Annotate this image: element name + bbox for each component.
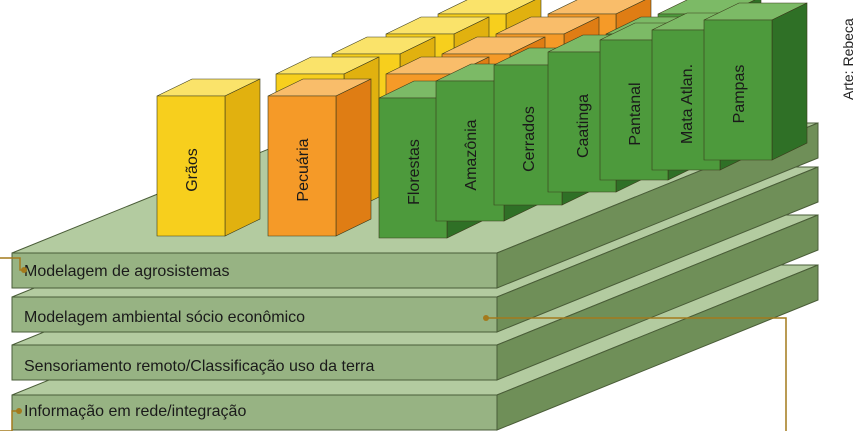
block-pantanal-front xyxy=(599,39,669,181)
block-cerrados-label: Cerrados xyxy=(521,106,538,172)
block-florestas-front xyxy=(378,97,448,239)
block-amazonia-front xyxy=(435,80,505,222)
block-pampas-front xyxy=(703,19,773,161)
block-mata-atlantica-front xyxy=(651,29,721,171)
block-pecuaria-side xyxy=(335,78,372,237)
block-pecuaria-front xyxy=(267,95,337,237)
block-graos-label: Grãos xyxy=(184,148,201,192)
block-caatinga-label: Caatinga xyxy=(575,94,592,158)
art-credit: Arte: Rebeca xyxy=(840,18,856,100)
connector-right xyxy=(483,315,787,431)
block-mata-atlantica-label: Mata Atlan. xyxy=(679,64,696,144)
connector-left-bottom xyxy=(0,408,22,431)
block-caatinga-front xyxy=(547,51,617,193)
block-pantanal-label: Pantanal xyxy=(627,82,644,145)
block-pampas-label: Pampas xyxy=(731,65,748,124)
layer-label-environmental: Modelagem ambiental sócio econômico xyxy=(24,309,305,326)
layer-label-remote-sensing: Sensoriamento remoto/Classificação uso d… xyxy=(24,358,374,375)
block-cerrados-front xyxy=(493,64,563,206)
block-florestas-label: Florestas xyxy=(406,139,423,205)
layer-label-integration: Informação em rede/integração xyxy=(24,403,246,420)
block-pampas-side xyxy=(771,2,808,161)
block-graos-front xyxy=(156,95,226,237)
block-amazonia-label: Amazônia xyxy=(463,119,480,190)
connector-left-top xyxy=(0,257,27,273)
domain-blocks: Grãos Pecuária Florestas Amazônia Cerrados Ca… xyxy=(156,0,808,239)
block-graos-side xyxy=(224,78,261,237)
layer-label-agrosystems: Modelagem de agrosistemas xyxy=(24,263,229,280)
block-pecuaria-label: Pecuária xyxy=(295,138,312,201)
